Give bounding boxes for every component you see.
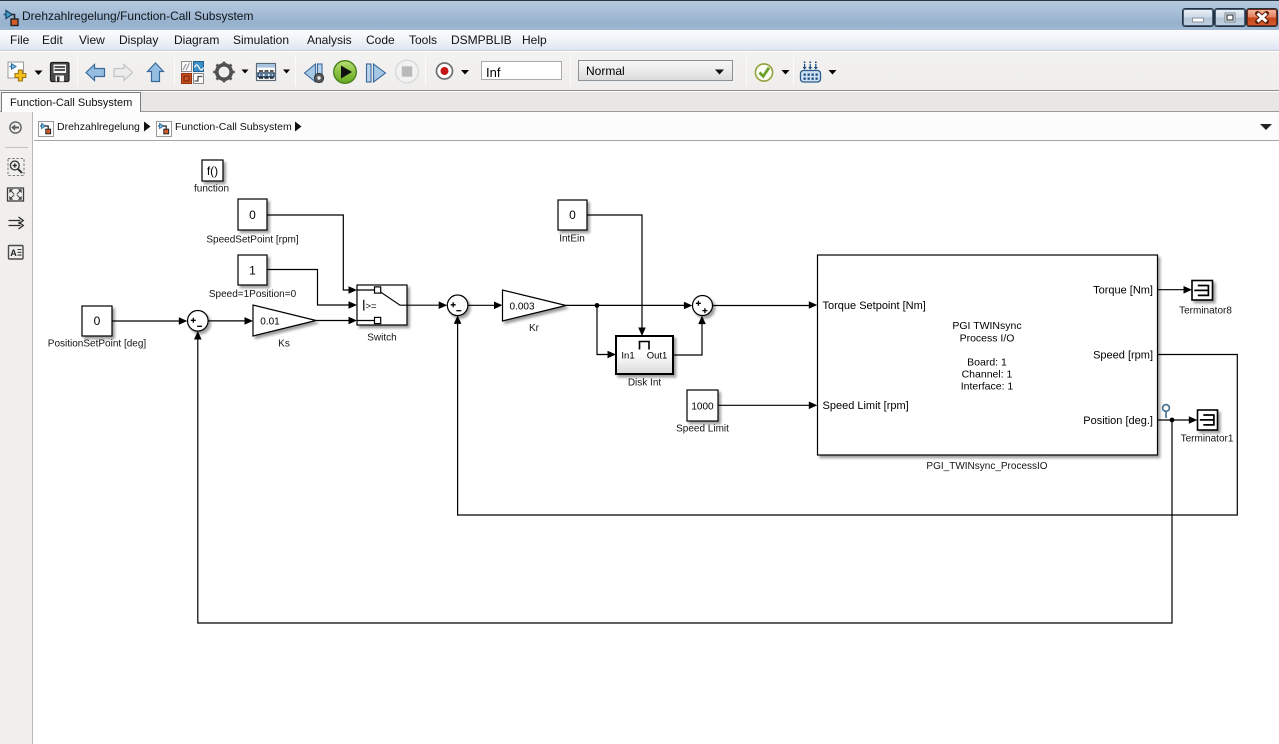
- svg-text:Switch: Switch: [367, 333, 396, 344]
- svg-text:0: 0: [94, 314, 101, 328]
- svg-text:f(): f(): [207, 164, 218, 178]
- svg-text:1000: 1000: [691, 402, 714, 413]
- svg-text:Speed=1Position=0: Speed=1Position=0: [209, 289, 297, 300]
- svg-text:Speed Limit [rpm]: Speed Limit [rpm]: [823, 400, 909, 412]
- svg-text:Speed [rpm]: Speed [rpm]: [1093, 350, 1153, 362]
- svg-text:SpeedSetPoint [rpm]: SpeedSetPoint [rpm]: [206, 235, 298, 246]
- svg-text:Board: 1: Board: 1: [967, 357, 1007, 369]
- svg-text:A: A: [10, 248, 17, 258]
- svg-text:Process I/O: Process I/O: [960, 333, 1015, 345]
- svg-text:Terminator8: Terminator8: [1179, 306, 1232, 317]
- svg-text:Out1: Out1: [647, 351, 668, 362]
- svg-text:Speed Limit: Speed Limit: [676, 424, 729, 435]
- svg-text:Torque Setpoint [Nm]: Torque Setpoint [Nm]: [823, 300, 926, 312]
- svg-text:PGI_TWINsync_ProcessIO: PGI_TWINsync_ProcessIO: [926, 461, 1047, 472]
- svg-text:PGI TWINsync: PGI TWINsync: [952, 320, 1021, 332]
- svg-text:In1: In1: [621, 351, 634, 362]
- svg-text:0.01: 0.01: [260, 317, 280, 328]
- svg-text:Ks: Ks: [278, 339, 290, 350]
- svg-text:Disk Int: Disk Int: [628, 378, 662, 389]
- svg-text:Kr: Kr: [529, 323, 540, 334]
- svg-text:PositionSetPoint [deg]: PositionSetPoint [deg]: [48, 339, 147, 350]
- svg-text:0.003: 0.003: [509, 302, 534, 313]
- svg-text:Interface: 1: Interface: 1: [961, 381, 1014, 393]
- svg-text:>=: >=: [365, 301, 377, 312]
- svg-text:Position [deg.]: Position [deg.]: [1083, 415, 1153, 427]
- svg-text:Channel: 1: Channel: 1: [962, 369, 1013, 381]
- svg-text:Terminator1: Terminator1: [1181, 434, 1234, 445]
- svg-text:0: 0: [569, 208, 576, 222]
- svg-text:1: 1: [249, 264, 256, 278]
- svg-text:IntEin: IntEin: [559, 234, 585, 245]
- svg-text:function: function: [194, 184, 229, 195]
- svg-text:0: 0: [249, 208, 256, 222]
- svg-text:Torque [Nm]: Torque [Nm]: [1093, 285, 1153, 297]
